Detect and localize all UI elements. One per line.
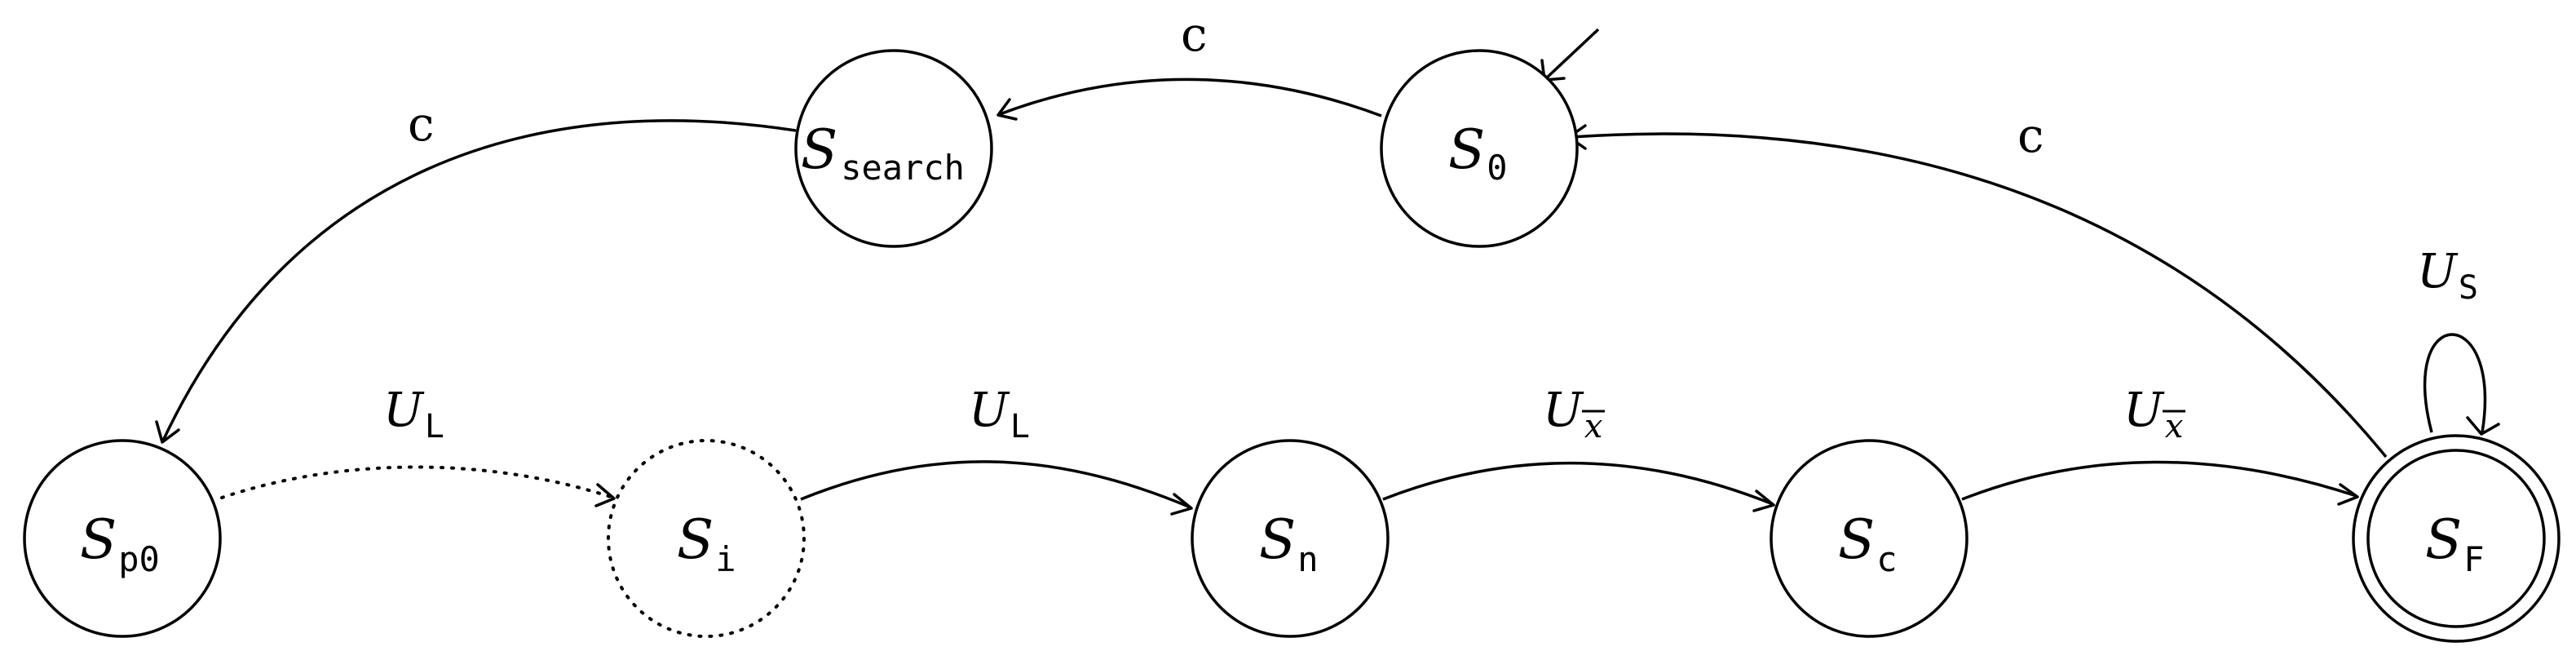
svg-text:SF: SF bbox=[2425, 508, 2485, 579]
edge-c-to-f bbox=[1961, 460, 2359, 506]
initial-arrow bbox=[1540, 28, 1600, 82]
state-s-p0: Sp0 bbox=[23, 439, 222, 638]
state-s-c: Sc bbox=[1770, 439, 1968, 638]
label-p0-to-i: UL bbox=[383, 382, 444, 445]
edge-f-to-s0 bbox=[1567, 124, 2388, 459]
state-s-n: Sn bbox=[1191, 439, 1390, 638]
edge-n-to-c bbox=[1382, 461, 1775, 512]
svg-text:Sn: Sn bbox=[1259, 508, 1319, 579]
svg-text:S0: S0 bbox=[1448, 118, 1508, 188]
svg-text:Si: Si bbox=[677, 508, 736, 579]
edge-s0-to-search bbox=[996, 78, 1382, 121]
state-s-i: Si bbox=[607, 439, 806, 638]
label-s0-to-search: c bbox=[1181, 7, 1207, 62]
svg-text:Sp0: Sp0 bbox=[80, 508, 160, 579]
svg-text:Ux: Ux bbox=[2123, 382, 2183, 445]
label-search-to-p0: c bbox=[408, 96, 434, 152]
state-s-0: S0 bbox=[1380, 49, 1579, 248]
edge-p0-to-i bbox=[220, 465, 616, 507]
edge-search-to-p0 bbox=[155, 119, 797, 444]
edge-i-to-n bbox=[800, 460, 1193, 516]
svg-text:Ssearch: Ssearch bbox=[801, 118, 965, 188]
edge-f-self-loop bbox=[2423, 333, 2500, 436]
label-f-to-s0: c bbox=[2017, 108, 2044, 163]
label-c-to-f: Ux bbox=[2123, 382, 2185, 445]
label-i-to-n: UL bbox=[969, 382, 1030, 445]
label-n-to-c: Ux bbox=[1543, 382, 1605, 445]
state-s-search: Ssearch bbox=[794, 49, 993, 248]
svg-text:Sc: Sc bbox=[1838, 508, 1898, 579]
state-s-f: SF bbox=[2352, 434, 2561, 643]
label-f-self-loop: US bbox=[2417, 243, 2478, 307]
svg-text:Ux: Ux bbox=[1543, 382, 1602, 445]
